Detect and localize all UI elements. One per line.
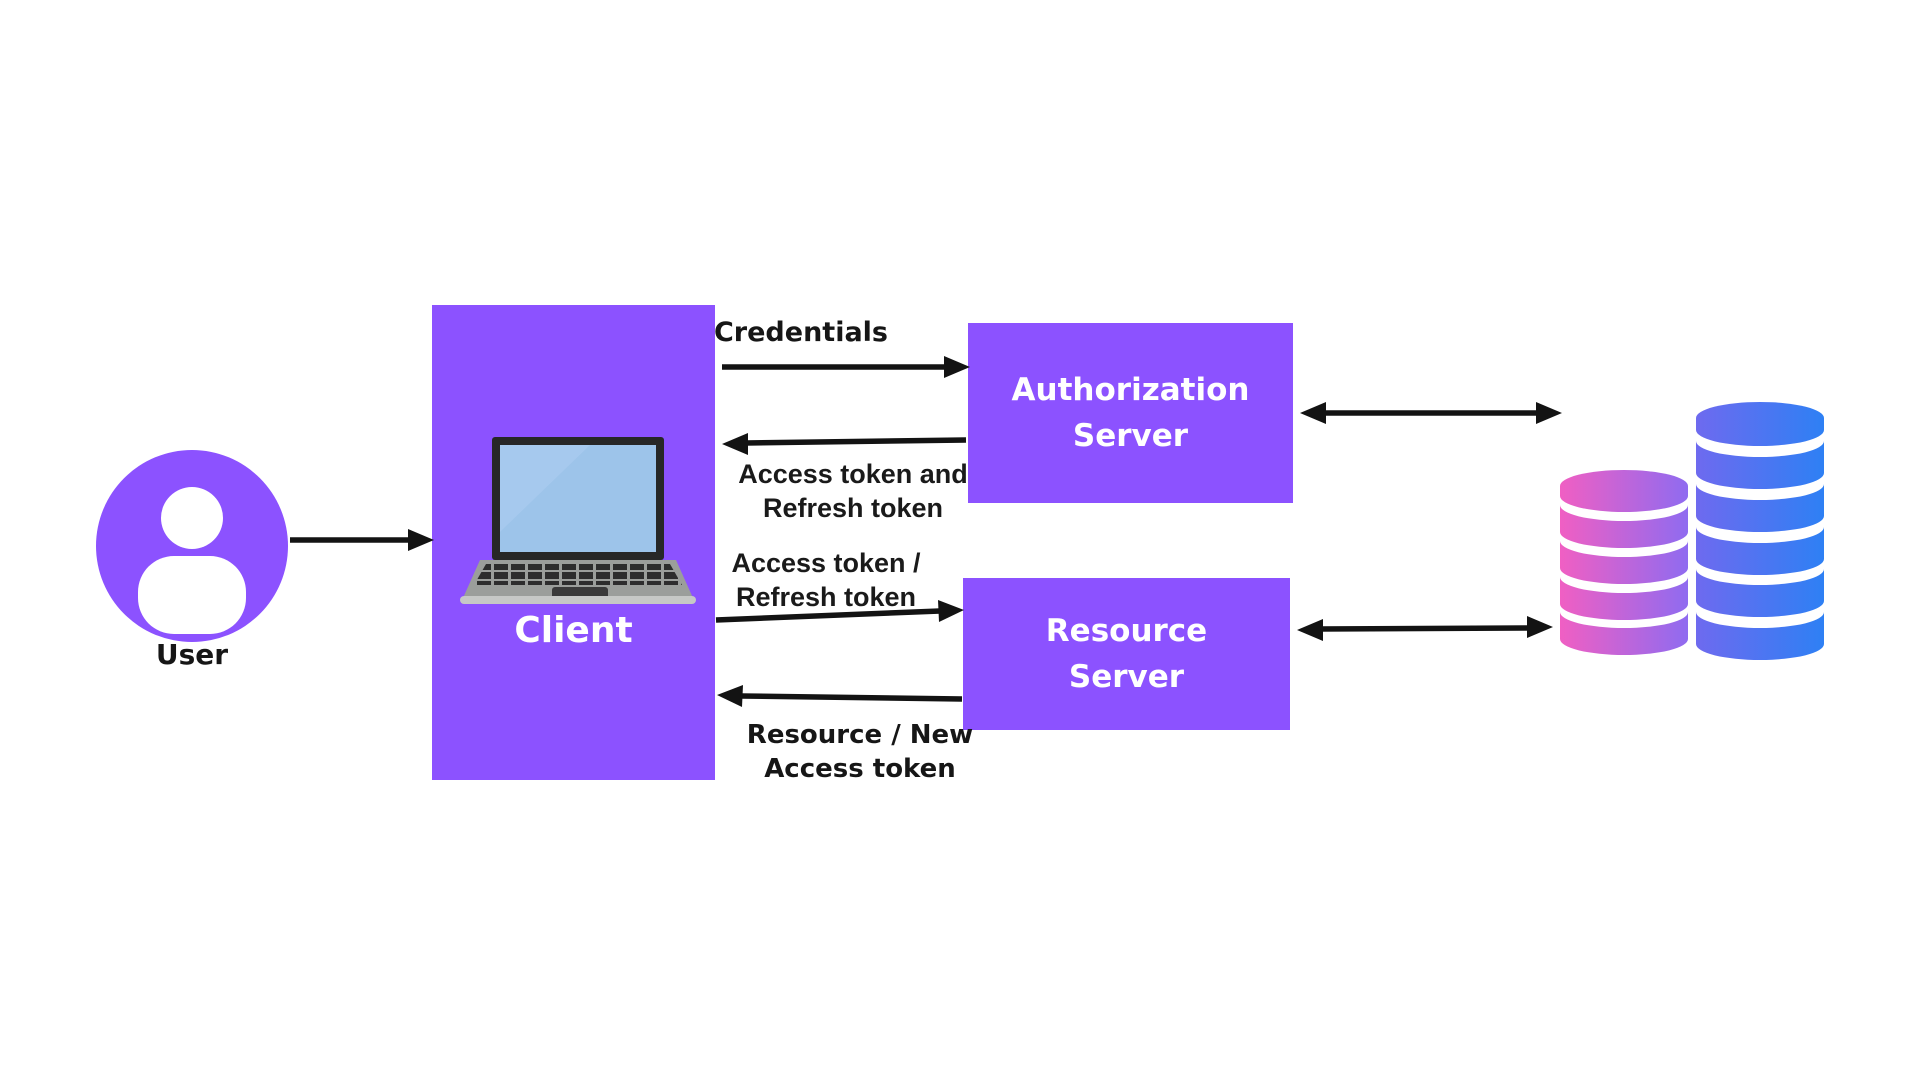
resource-response-edge-label-line2: Access token: [764, 754, 956, 784]
token-use-edge-label-line1: Access token /: [731, 548, 921, 578]
resource-server-db-arrow: [1297, 616, 1553, 641]
token-grant-arrow: [722, 433, 967, 455]
authorization-server-label-line2: Server: [1072, 418, 1189, 454]
resource-server-label-line2: Server: [1068, 659, 1185, 695]
credentials-edge-label: Credentials: [713, 317, 888, 348]
authorization-server-node: Authorization Server: [968, 323, 1293, 503]
token-grant-edge-label-line1: Access token and: [738, 459, 968, 489]
resource-server-label-line1: Resource: [1045, 613, 1208, 649]
credentials-arrow: [722, 356, 970, 378]
resource-server-node: Resource Server: [963, 578, 1290, 730]
token-grant-edge-label-line2: Refresh token: [762, 493, 944, 523]
database-pink-icon: [1560, 470, 1688, 655]
auth-server-db-arrow: [1300, 402, 1562, 424]
database-blue-icon: [1696, 402, 1824, 660]
client-label: Client: [514, 610, 633, 651]
user-to-client-arrow: [290, 529, 434, 551]
resource-response-arrow: [717, 685, 963, 707]
resource-response-edge-label-line1: Resource / New: [746, 720, 974, 750]
token-grant-edge-label: Access token and Refresh token: [703, 457, 1003, 525]
token-use-edge-label: Access token / Refresh token: [676, 546, 976, 614]
client-node: [432, 305, 715, 780]
user-icon: [96, 450, 288, 642]
authorization-server-label-line1: Authorization: [1011, 372, 1250, 408]
token-use-edge-label-line2: Refresh token: [735, 582, 917, 612]
resource-response-edge-label: Resource / New Access token: [710, 718, 1010, 786]
user-label: User: [155, 638, 229, 671]
